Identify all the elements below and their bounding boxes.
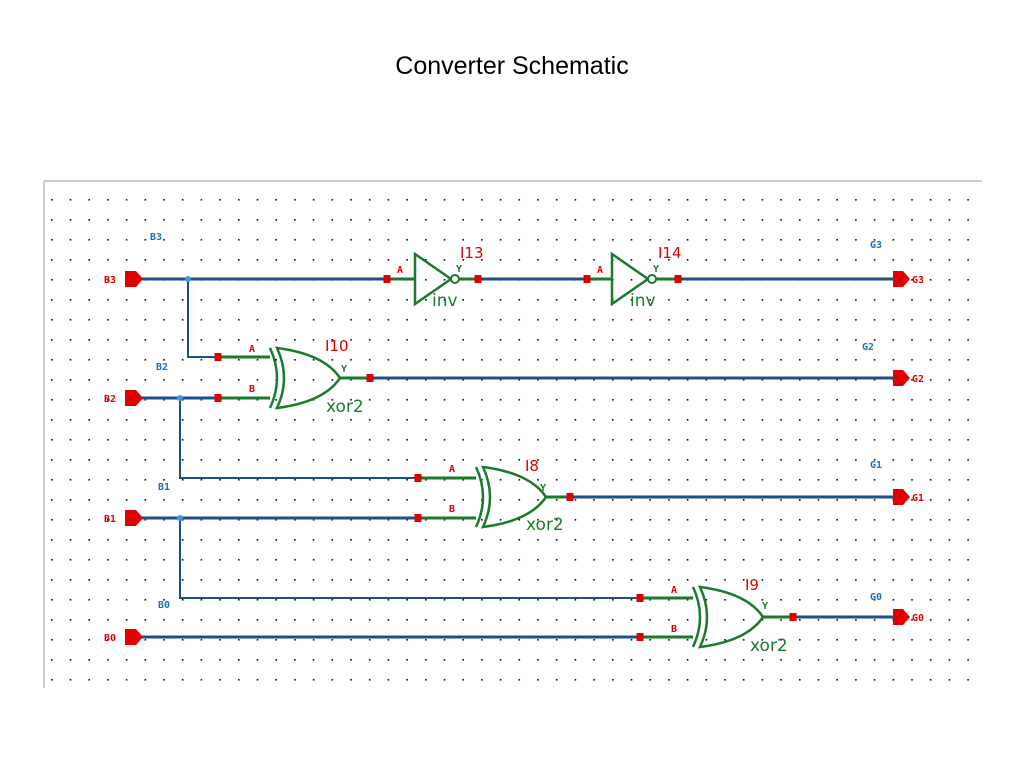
xor-gate-i9 (697, 585, 765, 649)
input-port-label: B2 (104, 394, 116, 405)
pin-square (474, 275, 482, 283)
pin-label: A (671, 585, 677, 596)
input-port-b1 (125, 510, 143, 526)
wire-junction (177, 395, 183, 401)
pin-label: A (449, 464, 455, 475)
pin-square (414, 474, 422, 482)
output-port-g1 (893, 489, 910, 505)
gate-type-label: inv (432, 291, 458, 311)
net-label: B1 (158, 482, 170, 493)
pin-square (583, 275, 591, 283)
pin-label: B (449, 504, 455, 515)
pin-square (414, 514, 422, 522)
gate-type-label: inv (630, 291, 656, 311)
net-label: G0 (870, 592, 882, 603)
net-label: G1 (870, 460, 882, 471)
gate-type-label: xor2 (526, 515, 564, 535)
gates (214, 251, 797, 649)
schematic-frame (43, 180, 982, 688)
input-port-b2 (125, 390, 143, 406)
gate-id-label: I13 (460, 244, 484, 262)
pin-square (214, 353, 222, 361)
output-port-label: G1 (912, 493, 924, 504)
pin-label: Y (762, 601, 768, 612)
output-port-g3 (893, 271, 910, 287)
pin-square (383, 275, 391, 283)
xor-input-arc (691, 586, 702, 648)
pin-square (566, 493, 574, 501)
inverter-bubble (450, 274, 460, 284)
pin-label: A (397, 265, 403, 276)
inverter-gate-i13 (413, 251, 454, 307)
net-label: B3 (150, 232, 162, 243)
pin-square (214, 394, 222, 402)
pin-square (789, 613, 797, 621)
output-port-label: G0 (912, 613, 924, 624)
pin-label: Y (341, 364, 347, 375)
pin-label: Y (456, 264, 462, 275)
wire-junction (177, 515, 183, 521)
gate-type-label: xor2 (326, 397, 364, 417)
gate-id-label: I9 (745, 576, 759, 594)
xor-gate-i8 (480, 465, 548, 529)
wire-b3-tap (187, 279, 218, 358)
gate-type-label: xor2 (750, 636, 788, 656)
pin-label: Y (540, 483, 546, 494)
xor-input-arc (268, 347, 279, 409)
xor-gate-i10 (274, 346, 342, 410)
net-label: B0 (158, 600, 170, 611)
pin-label: Y (653, 264, 659, 275)
page-title: Converter Schematic (395, 52, 629, 80)
grid-dot-pattern (51, 199, 969, 681)
output-port-label: G2 (912, 374, 924, 385)
pin-square (636, 594, 644, 602)
input-port-label: B1 (104, 514, 116, 525)
net-label: B2 (156, 362, 168, 373)
pin-square (636, 633, 644, 641)
wire-junction (185, 276, 191, 282)
xor-input-arc (474, 466, 485, 528)
pin-label: A (597, 265, 603, 276)
pin-square (366, 374, 374, 382)
pin-square (674, 275, 682, 283)
output-port-g2 (893, 370, 910, 386)
input-port-b0 (125, 629, 143, 645)
pin-label: A (249, 344, 255, 355)
input-port-b3 (125, 271, 143, 287)
pin-label: B (671, 624, 677, 635)
net-label: G3 (870, 240, 882, 251)
input-port-label: B3 (104, 275, 116, 286)
inverter-gate-i14 (610, 251, 651, 307)
grid-dots (51, 199, 969, 681)
pin-label: B (249, 384, 255, 395)
input-port-label: B0 (104, 633, 116, 644)
output-port-g0 (893, 609, 910, 625)
wire-b1-tap (179, 518, 640, 599)
output-port-label: G3 (912, 275, 924, 286)
inverter-bubble (647, 274, 657, 284)
gate-id-label: I8 (525, 457, 539, 475)
gate-id-label: I14 (658, 244, 682, 262)
wires (142, 276, 893, 639)
gate-id-label: I10 (325, 337, 349, 355)
wire-b2-tap (179, 398, 418, 479)
net-label: G2 (862, 342, 874, 353)
